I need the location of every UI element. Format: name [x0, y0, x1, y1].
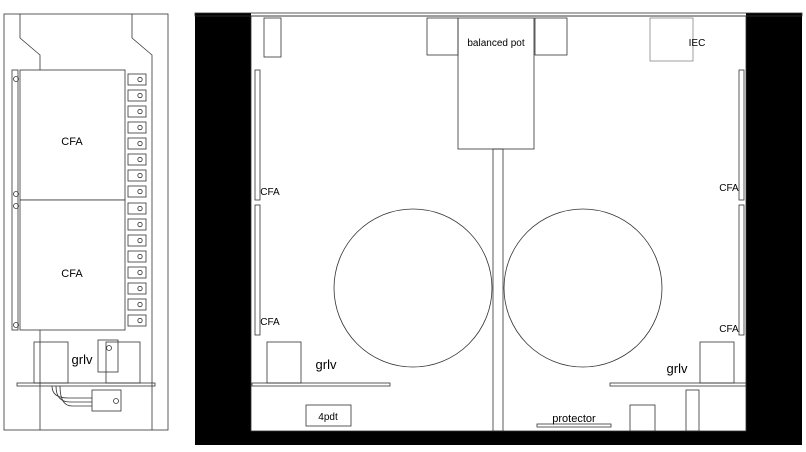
top-view: balanced pot IEC CFA CFA CFA CFA grlv gr…: [194, 12, 803, 445]
top-base-plate: [195, 431, 802, 445]
top-cfa-right-upper-label: CFA: [719, 183, 739, 194]
top-left-heatsink: [195, 13, 251, 431]
top-centre-divider: [492, 148, 504, 432]
side-grlv-block-left: [33, 341, 69, 384]
top-right-heatsink: [746, 13, 802, 431]
side-cfa-top-label: CFA: [61, 136, 83, 148]
side-grlv-label: grlv: [72, 352, 93, 367]
side-wire: [51, 385, 92, 399]
top-rear-small-part: [629, 404, 656, 432]
side-grlv-regulator: [97, 339, 119, 373]
top-cfa-board-left-lower: [254, 204, 261, 336]
top-grlv-block-right: [699, 341, 735, 384]
side-screw-hole: [106, 345, 112, 351]
side-cfa-bottom-label: CFA: [61, 268, 83, 280]
top-cfa-left-upper-label: CFA: [260, 187, 280, 198]
top-4pdt-switch: [305, 404, 352, 427]
top-4pdt-label: 4pdt: [318, 412, 338, 423]
side-screw-hole: [13, 76, 19, 82]
side-screw-hole: [113, 398, 119, 404]
top-rear-small-part: [685, 389, 700, 432]
side-mounting-rail: [11, 69, 19, 331]
side-wire: [55, 385, 92, 403]
side-cfa-board-bottom: [19, 199, 126, 331]
top-cfa-board-right-upper: [738, 69, 745, 201]
top-cfa-board-left-upper: [254, 69, 261, 201]
top-toroid-right: [503, 208, 663, 368]
top-protector-label: protector: [552, 413, 596, 425]
top-toroid-left: [333, 208, 493, 368]
side-transistor-column: [127, 73, 147, 327]
top-iec-label: IEC: [689, 38, 706, 49]
top-cfa-board-right-lower: [738, 204, 745, 336]
side-enclosure-outline: [3, 13, 169, 431]
side-screw-hole: [13, 203, 19, 209]
side-base-shelf: [16, 382, 156, 387]
side-screw-hole: [13, 322, 19, 328]
top-protector-board: [536, 423, 612, 428]
top-grlv-left-label: grlv: [316, 357, 337, 372]
top-shelf-left: [251, 382, 391, 387]
top-small-part: [263, 17, 282, 58]
side-connector-box: [91, 389, 122, 412]
top-small-part: [426, 17, 459, 56]
top-shelf-right: [609, 382, 747, 387]
top-iec-inlet: [649, 17, 694, 62]
side-view: CFA CFA grlv: [3, 13, 169, 431]
top-cfa-right-lower-label: CFA: [719, 324, 739, 335]
side-right-heatsink-profile: [131, 14, 153, 430]
side-wire: [59, 385, 92, 407]
top-cfa-left-lower-label: CFA: [260, 317, 280, 328]
top-balanced-pot-label: balanced pot: [467, 38, 524, 49]
side-cfa-board-top: [19, 69, 126, 201]
top-grlv-right-label: grlv: [667, 361, 688, 376]
top-small-part: [534, 17, 568, 56]
top-grlv-block-left: [266, 341, 302, 384]
top-front-panel: [194, 12, 803, 17]
side-screw-hole: [13, 191, 19, 197]
